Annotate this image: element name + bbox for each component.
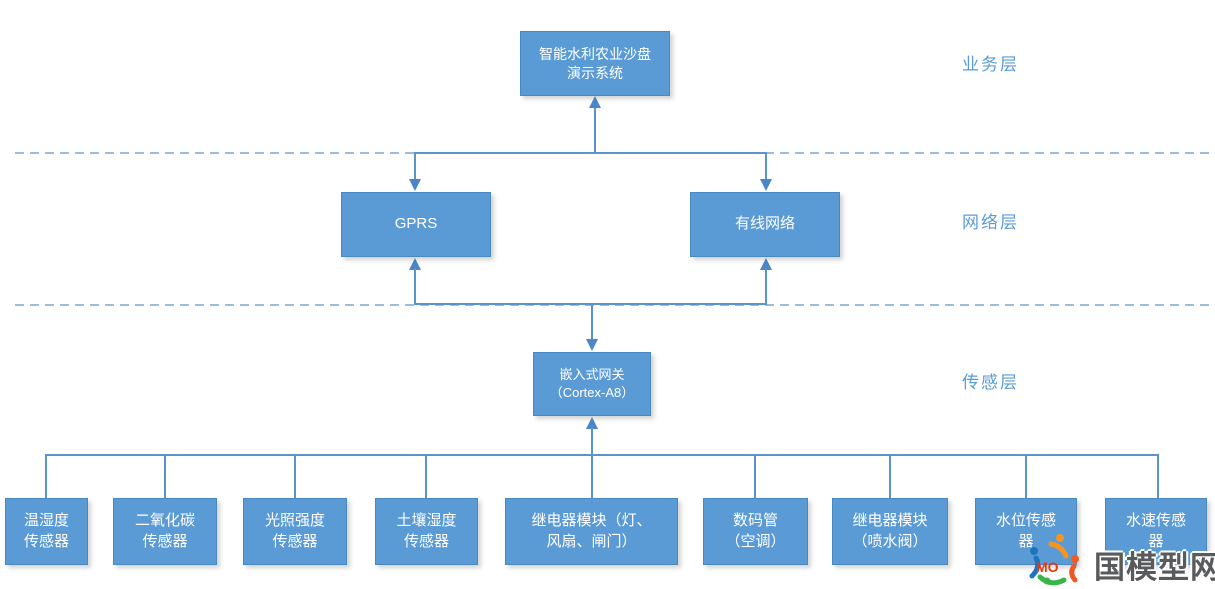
sensor-bus-line xyxy=(45,454,1159,456)
connector-line xyxy=(591,427,593,456)
node-gprs: GPRS xyxy=(341,192,491,257)
node-temp-humidity-sensor: 温湿度 传感器 xyxy=(5,498,88,565)
node-soil-moisture-sensor: 土壤湿度 传感器 xyxy=(375,498,478,565)
node-embedded-gateway: 嵌入式网关 （Cortex-A8） xyxy=(533,352,651,416)
connector-line xyxy=(765,153,767,181)
connector-line xyxy=(425,456,427,498)
arrowhead-up-icon xyxy=(589,96,601,108)
node-label: 光照强度 传感器 xyxy=(264,512,325,550)
arrowhead-down-icon xyxy=(409,179,421,191)
connector-line xyxy=(1157,456,1159,498)
node-label: 智能水利农业沙盘 演示系统 xyxy=(539,45,651,81)
arrowhead-down-icon xyxy=(760,179,772,191)
connector-line xyxy=(294,456,296,498)
connector-line xyxy=(414,153,416,181)
node-water-level-sensor: 水位传感 器 xyxy=(975,498,1077,565)
connector-line xyxy=(414,268,416,305)
node-relay-module-light-fan-gate: 继电器模块（灯、 风扇、闸门） xyxy=(505,498,678,565)
node-label: 继电器模块 （喷水阀） xyxy=(852,512,928,550)
node-relay-module-spray-valve: 继电器模块 （喷水阀） xyxy=(832,498,948,565)
node-digital-tube-ac: 数码管 （空调） xyxy=(703,498,808,565)
node-label: 水速传感 器 xyxy=(1125,512,1186,550)
connector-line xyxy=(591,456,593,498)
node-light-intensity-sensor: 光照强度 传感器 xyxy=(243,498,347,565)
connector-line xyxy=(754,456,756,498)
connector-line xyxy=(1025,456,1027,498)
arrowhead-up-icon xyxy=(760,258,772,270)
layer-label-business: 业务层 xyxy=(962,55,1019,74)
node-wired-network: 有线网络 xyxy=(690,192,840,257)
node-label: 数码管 （空调） xyxy=(725,512,786,550)
watermark-site-name: 国模型网 xyxy=(1094,550,1215,585)
watermark-logo: MO xyxy=(1023,531,1083,589)
connector-line xyxy=(414,303,767,305)
connector-line xyxy=(45,456,47,498)
layer-label-network: 网络层 xyxy=(962,213,1019,232)
node-label: GPRS xyxy=(394,215,438,233)
node-label: 嵌入式网关 （Cortex-A8） xyxy=(549,367,635,400)
node-business-system: 智能水利农业沙盘 演示系统 xyxy=(520,31,670,96)
node-label: 土壤湿度 传感器 xyxy=(396,512,457,550)
model-site-logo-icon: MO xyxy=(1029,534,1079,586)
arrowhead-up-icon xyxy=(586,417,598,429)
connector-line xyxy=(594,107,596,153)
connector-line xyxy=(591,305,593,341)
connector-line xyxy=(765,268,767,305)
layer-divider-network-sensing xyxy=(15,304,1215,306)
node-water-speed-sensor: 水速传感 器 xyxy=(1105,498,1207,565)
connector-line xyxy=(889,456,891,498)
node-label: 水位传感 器 xyxy=(995,512,1056,550)
arrowhead-up-icon xyxy=(409,258,421,270)
arrowhead-down-icon xyxy=(586,339,598,351)
node-label: 二氧化碳 传感器 xyxy=(134,512,195,550)
node-label: 温湿度 传感器 xyxy=(23,512,69,550)
layer-label-sensing: 传感层 xyxy=(962,373,1019,392)
connector-line xyxy=(414,152,767,154)
node-label: 有线网络 xyxy=(734,215,795,233)
connector-line xyxy=(164,456,166,498)
node-co2-sensor: 二氧化碳 传感器 xyxy=(113,498,217,565)
node-label: 继电器模块（灯、 风扇、闸门） xyxy=(531,512,652,550)
watermark-logo-text: MO xyxy=(1036,559,1059,575)
